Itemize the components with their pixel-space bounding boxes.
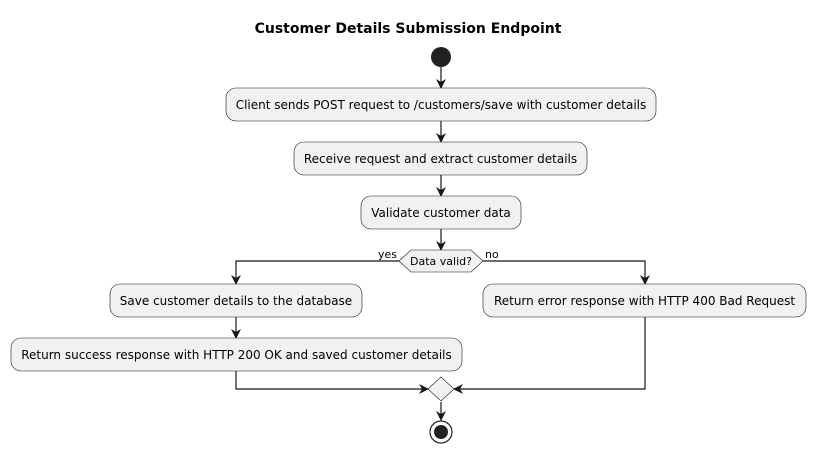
decision-data-valid: Data valid? (398, 249, 484, 273)
activity-client-post: Client sends POST request to /customers/… (225, 87, 657, 122)
activity-save-database: Save customer details to the database (109, 283, 363, 318)
decision-data-valid-label: Data valid? (410, 255, 472, 268)
activity-error-response-label: Return error response with HTTP 400 Bad … (494, 294, 795, 308)
connector-success-to-merge (235, 371, 429, 394)
activity-save-database-label: Save customer details to the database (120, 294, 352, 308)
branch-yes-label: yes (378, 248, 397, 261)
connector-no-branch (483, 260, 650, 285)
end-node (429, 420, 453, 444)
branch-no-label: no (485, 248, 499, 261)
activity-client-post-label: Client sends POST request to /customers/… (236, 98, 647, 112)
diagram-title: Customer Details Submission Endpoint (255, 21, 562, 37)
activity-receive-request: Receive request and extract customer det… (293, 141, 588, 176)
activity-validate: Validate customer data (360, 195, 522, 230)
activity-validate-label: Validate customer data (371, 206, 511, 220)
connector-error-to-merge (453, 317, 646, 394)
activity-success-response: Return success response with HTTP 200 OK… (10, 337, 463, 372)
activity-success-response-label: Return success response with HTTP 200 OK… (21, 348, 452, 362)
merge-node (427, 376, 455, 402)
start-node (431, 47, 451, 67)
activity-error-response: Return error response with HTTP 400 Bad … (482, 283, 807, 318)
activity-receive-request-label: Receive request and extract customer det… (304, 152, 577, 166)
connector-yes-branch (231, 260, 399, 285)
